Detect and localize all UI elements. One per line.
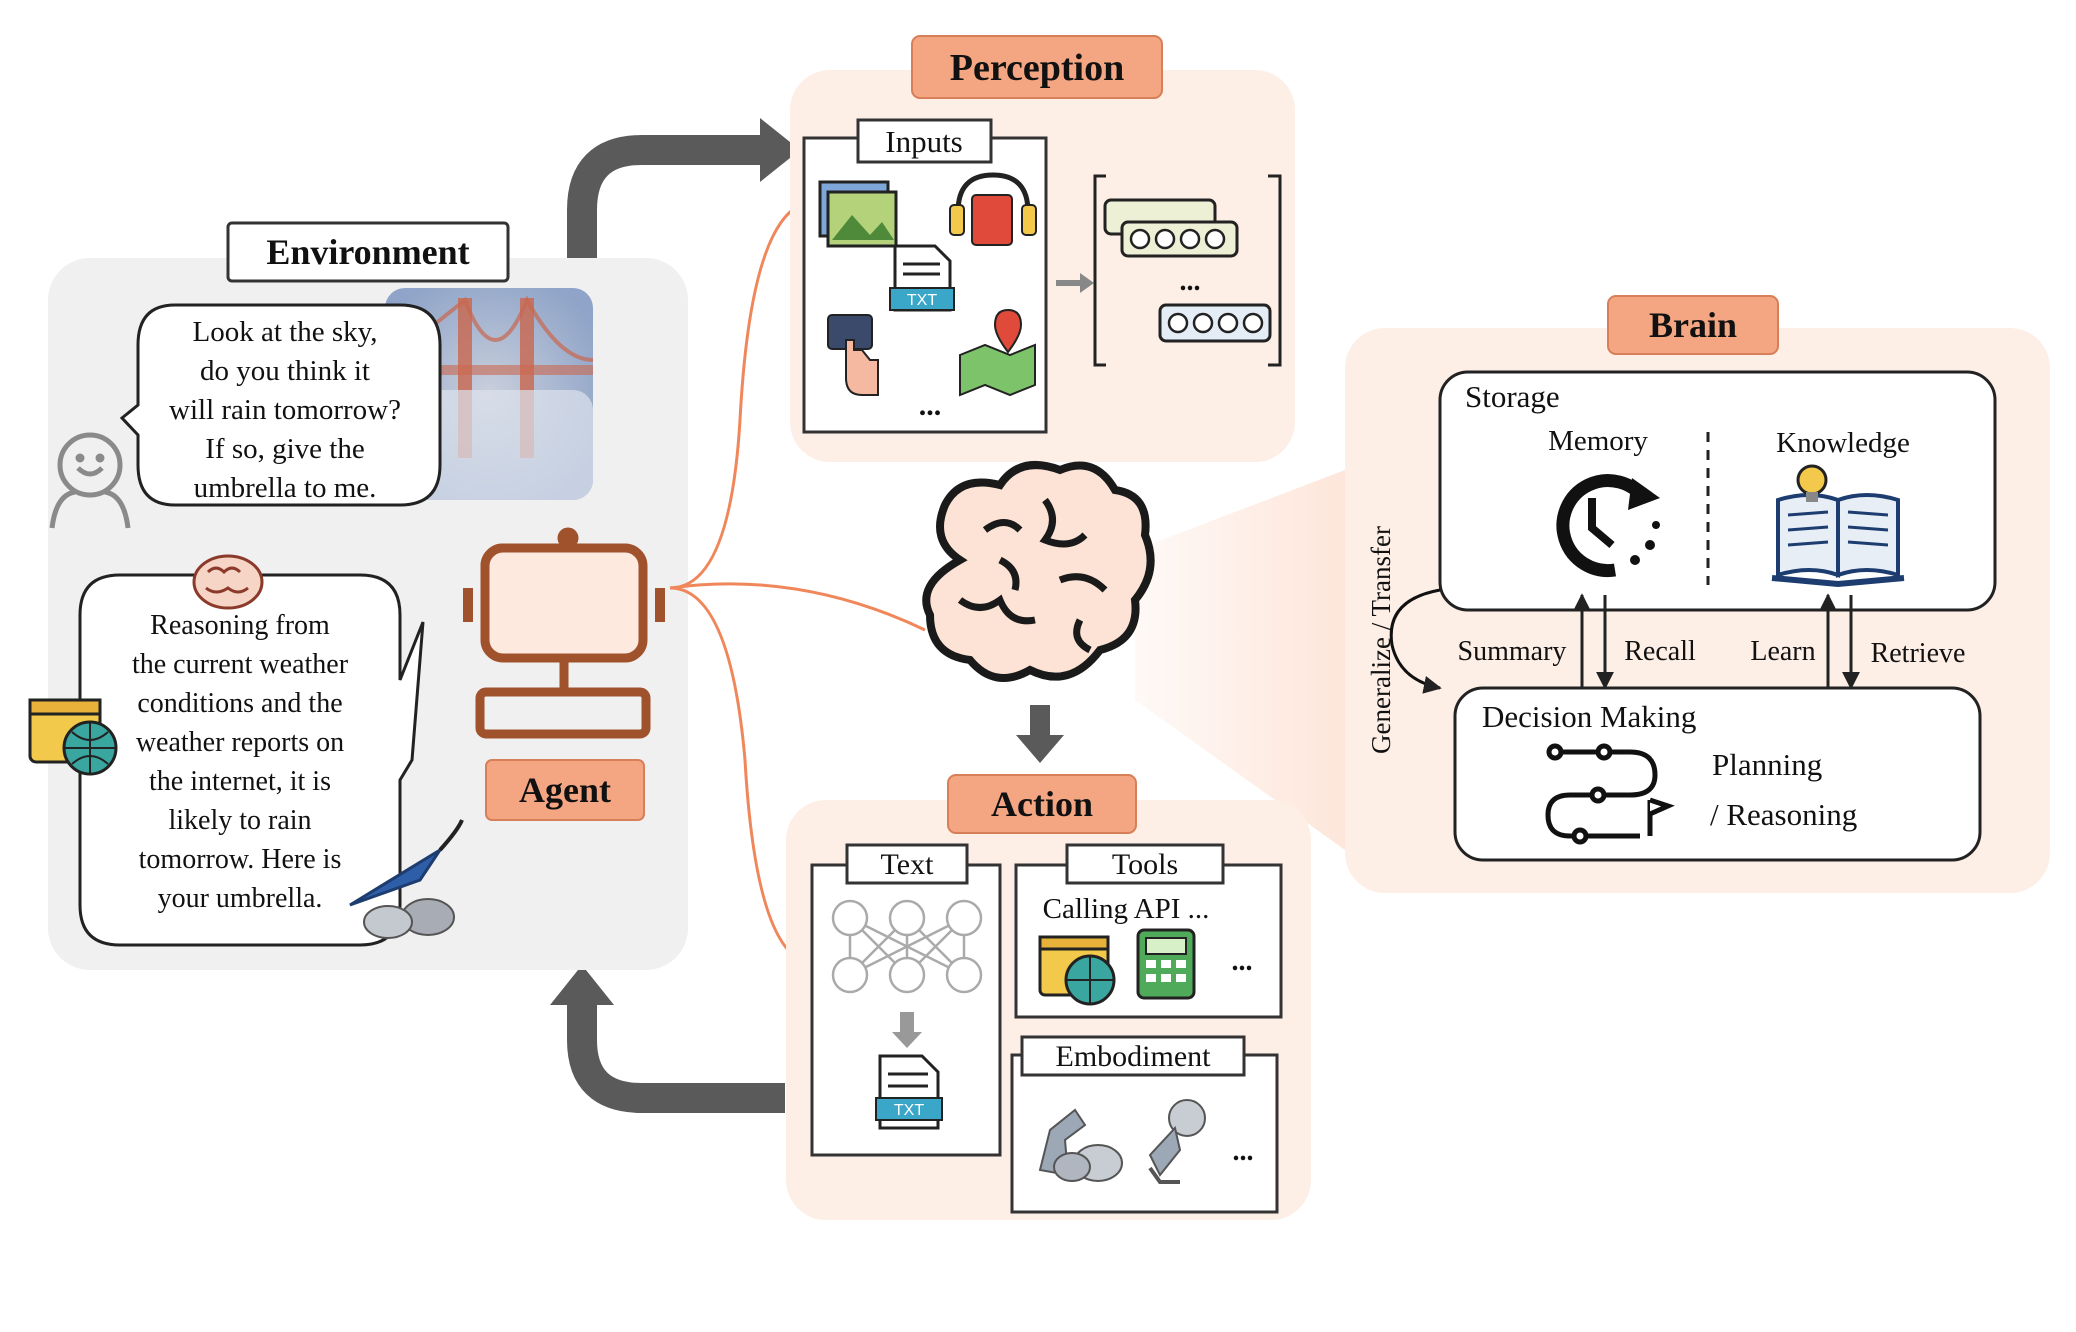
down-arrow-to-action <box>1016 705 1064 763</box>
agent-bubble-line-6: likely to rain <box>168 805 311 836</box>
user-bubble-text: Look at the sky, do you think it will ra… <box>169 316 401 504</box>
inputs-label: Inputs <box>885 124 963 159</box>
embodiment-label-box <box>1020 1035 1246 1077</box>
recall-label: Recall <box>1624 636 1696 667</box>
storage-label: Storage <box>1465 379 1560 414</box>
tools-ellipsis: ... <box>1232 946 1253 977</box>
planning-label: Planning <box>1712 747 1822 782</box>
reasoning-label: / Reasoning <box>1710 797 1857 832</box>
agent-speech-bubble <box>78 573 425 947</box>
user-avatar-icon <box>49 432 131 529</box>
inputs-ellipsis: ... <box>919 389 942 422</box>
audio-headphones-icon <box>949 172 1037 246</box>
agent-label: Agent <box>519 770 611 810</box>
calculator-icon <box>1136 928 1196 1000</box>
text-output-label: Text <box>881 848 935 881</box>
learn-label: Learn <box>1750 636 1815 667</box>
web-browser-globe-icon <box>28 698 118 776</box>
retrieve-label: Retrieve <box>1871 638 1966 669</box>
flow-arrow-to-environment <box>550 965 785 1113</box>
decision-making-box <box>1453 686 1982 862</box>
api-web-globe-icon <box>1038 935 1116 1006</box>
user-speech-bubble <box>119 303 442 507</box>
tokenize-arrow <box>1056 273 1094 293</box>
user-bubble-line-2: do you think it <box>200 355 370 387</box>
agent-bubble-line-1: Reasoning from <box>150 610 330 641</box>
environment-title-box <box>226 221 510 283</box>
tools-label: Tools <box>1112 848 1178 881</box>
calling-api-label: Calling API ... <box>1043 893 1210 925</box>
action-title: Action <box>991 784 1093 824</box>
generalize-transfer-arrow <box>1389 588 1442 694</box>
environment-title: Environment <box>266 232 469 272</box>
agent-bubble-text: Reasoning from the current weather condi… <box>132 610 349 914</box>
brain-zoom-beam <box>1135 470 1345 850</box>
agent-robot-icon <box>463 527 665 739</box>
agent-bubble-line-5: the internet, it is <box>149 766 331 797</box>
agent-bubble-line-2: the current weather <box>132 649 349 680</box>
tools-label-box <box>1065 843 1225 885</box>
generalize-transfer-label: Generalize / Transfer <box>1366 526 1396 754</box>
summary-label: Summary <box>1458 636 1567 667</box>
token-ellipsis: ... <box>1180 266 1201 297</box>
central-brain-icon <box>922 461 1155 682</box>
user-bubble-line-1: Look at the sky, <box>193 316 378 348</box>
agent-bubble-line-7: tomorrow. Here is <box>139 844 342 875</box>
brain-title: Brain <box>1649 305 1737 345</box>
memory-label: Memory <box>1548 425 1648 457</box>
umbrella-robot-arm-icon <box>349 819 464 939</box>
token-embeddings <box>1103 198 1272 343</box>
token-bracket-right <box>1268 174 1282 367</box>
agent-bubble-line-3: conditions and the <box>137 688 342 719</box>
inputs-label-box <box>856 118 993 164</box>
perception-txt-label: TXT <box>907 292 937 309</box>
action-txt-label: TXT <box>894 1102 924 1119</box>
embodiment-label: Embodiment <box>1056 1040 1212 1073</box>
user-bubble-line-5: umbrella to me. <box>194 472 377 504</box>
flow-arrow-to-perception <box>567 118 800 258</box>
text-output-label-box <box>845 843 969 885</box>
storage-decision-arrows <box>1573 593 1860 690</box>
touch-hand-icon <box>827 314 879 396</box>
action-title-box <box>947 774 1137 834</box>
decision-making-label: Decision Making <box>1482 699 1696 734</box>
brain-title-box <box>1607 295 1779 355</box>
agent-label-box <box>485 759 645 821</box>
agent-bubble-line-4: weather reports on <box>136 727 344 758</box>
knowledge-label: Knowledge <box>1776 427 1910 459</box>
memory-clock-icon <box>1556 474 1660 578</box>
planning-path-icon <box>1545 743 1675 845</box>
robot-leg-icon <box>1148 1099 1206 1184</box>
image-icon <box>818 180 898 248</box>
user-bubble-line-3: will rain tomorrow? <box>169 394 401 426</box>
agent-connector-lines <box>669 203 926 962</box>
map-location-icon <box>959 308 1036 397</box>
txt-file-icon-perception: TXT <box>889 244 955 312</box>
neural-network-icon <box>831 899 983 994</box>
perception-title-box <box>911 35 1163 99</box>
user-bubble-line-4: If so, give the <box>205 433 364 465</box>
txt-file-icon-action: TXT <box>875 1054 943 1130</box>
agent-bubble-line-8: your umbrella. <box>158 883 323 914</box>
token-bracket-left <box>1093 174 1106 367</box>
small-brain-icon <box>192 554 264 610</box>
embodiment-ellipsis: ... <box>1233 1136 1254 1167</box>
text-generation-arrow <box>892 1012 922 1048</box>
perception-title: Perception <box>950 47 1124 89</box>
robot-arm-icon <box>1038 1108 1123 1182</box>
knowledge-book-icon <box>1771 464 1905 588</box>
